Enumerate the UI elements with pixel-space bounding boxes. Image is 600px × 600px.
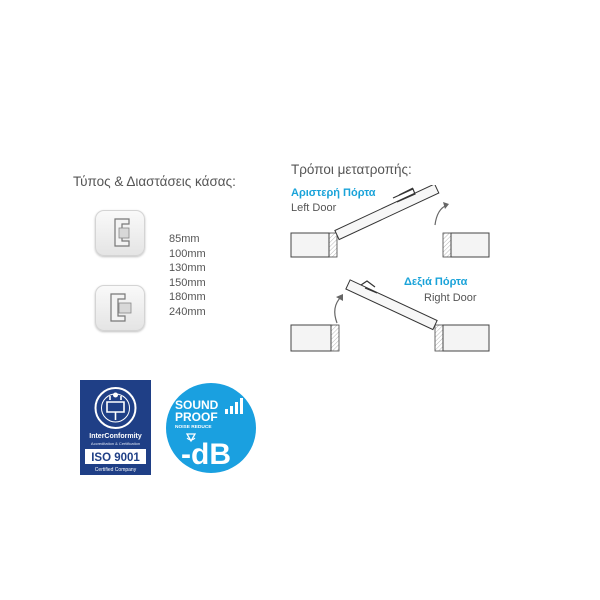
sound-text: SOUND (175, 398, 219, 412)
iso-brand-text: InterConformity (89, 433, 142, 440)
frame-sizes-list: 85mm 100mm 130mm 150mm 180mm 240mm (169, 232, 206, 320)
sound-proof-logo: SOUND PROOF NOISE REDUCE -dB (166, 383, 256, 473)
frame-profile-icon (114, 218, 130, 247)
speaker-icon (185, 433, 197, 443)
conversion-section-title: Τρόποι μετατροπής: (291, 162, 412, 177)
signal-bar-icon (240, 398, 243, 414)
frame-size: 180mm (169, 291, 206, 304)
frame-section-title: Τύπος & Διαστάσεις κάσας: (73, 174, 236, 189)
frame-type-2-image (95, 285, 145, 331)
signal-bar-icon (230, 406, 233, 414)
frame-type-1-image (95, 210, 145, 256)
left-door-label-en: Left Door (291, 202, 337, 214)
right-door-label-gr: Δεξιά Πόρτα (404, 276, 468, 288)
frame-size: 85mm (169, 233, 200, 245)
iso-sub-text: Accreditation & Certification (91, 441, 140, 446)
proof-text: PROOF (175, 410, 218, 424)
frame-size: 150mm (169, 276, 206, 289)
left-door-diagram (290, 185, 490, 258)
iso-footer-text: Certified Company (95, 467, 137, 473)
signal-bar-icon (225, 409, 228, 414)
frame-size: 240mm (169, 305, 206, 318)
left-door-label-gr: Αριστερή Πόρτα (291, 187, 376, 199)
signal-bar-icon (235, 402, 238, 414)
frame-size: 100mm (169, 247, 206, 260)
minus-db-text: -dB (181, 438, 231, 471)
frame-size: 130mm (169, 262, 206, 275)
noise-reduce-text: NOISE REDUCE (175, 424, 212, 430)
right-door-label-en: Right Door (424, 292, 477, 304)
interconformity-iso-logo: InterConformity Accreditation & Certific… (80, 380, 151, 475)
frame-profile-icon (110, 293, 132, 322)
iso-standard-text: ISO 9001 (91, 452, 140, 464)
right-door-diagram (290, 279, 490, 352)
